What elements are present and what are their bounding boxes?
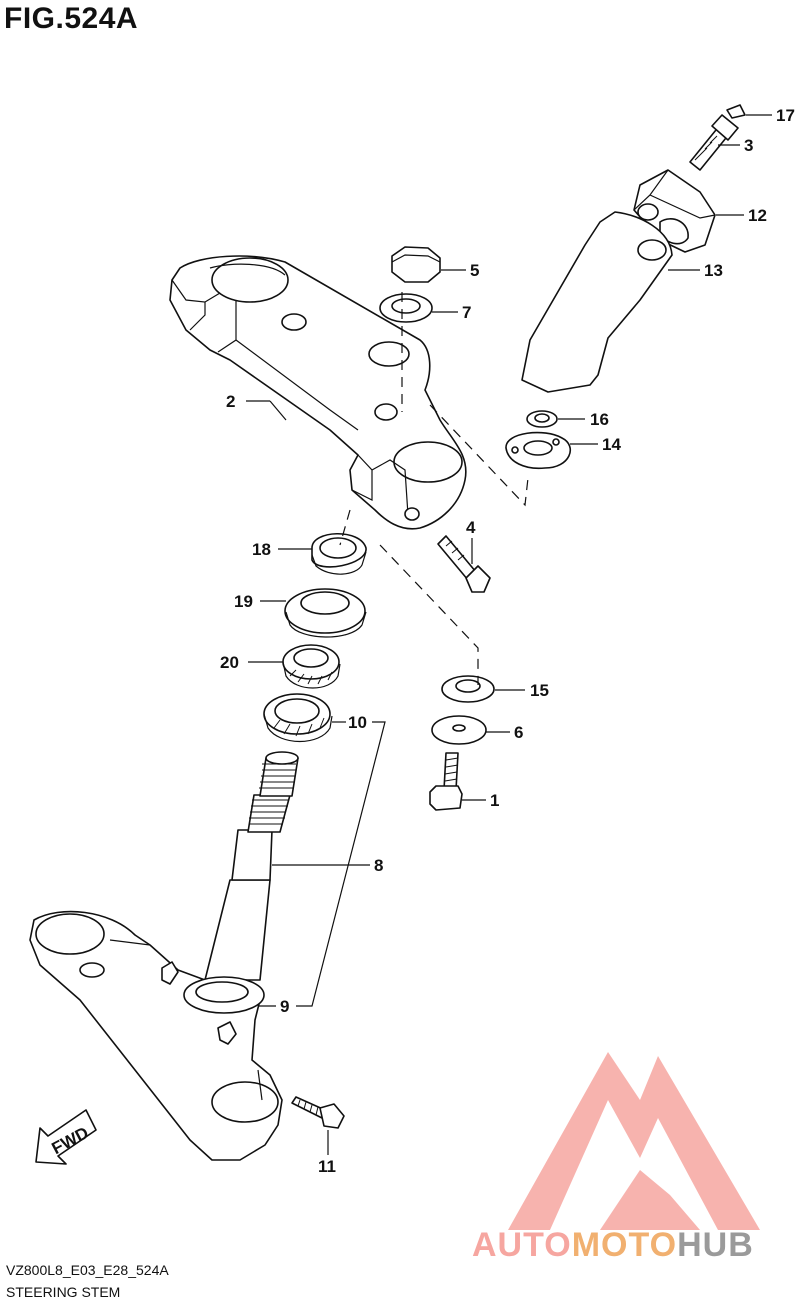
callout-4: 4 xyxy=(466,518,476,537)
plate-14 xyxy=(505,431,572,470)
callout-17: 17 xyxy=(776,106,795,125)
callout-13: 13 xyxy=(704,261,723,280)
callout-12: 12 xyxy=(748,206,767,225)
callout-7: 7 xyxy=(462,303,471,322)
cover xyxy=(521,211,673,393)
watermark-logo xyxy=(508,1052,760,1230)
callout-11: 11 xyxy=(318,1157,336,1176)
bearing-10 xyxy=(263,693,333,743)
nut-18 xyxy=(311,532,367,575)
seal-19 xyxy=(284,588,367,638)
callout-6: 6 xyxy=(514,723,523,742)
alignment-lines xyxy=(339,292,529,685)
callout-3: 3 xyxy=(744,136,753,155)
callout-numbers: 17 3 12 13 5 7 2 16 14 4 18 19 20 15 10 … xyxy=(220,106,795,1176)
washer-16 xyxy=(526,410,558,428)
callout-15: 15 xyxy=(530,681,549,700)
figure-title: FIG.524A xyxy=(4,2,139,35)
fwd-arrow-icon: FWD xyxy=(35,1109,97,1165)
callout-1: 1 xyxy=(490,791,499,810)
washer-15 xyxy=(441,675,495,703)
callout-19: 19 xyxy=(234,592,253,611)
callout-5: 5 xyxy=(470,261,479,280)
callout-20: 20 xyxy=(220,653,239,672)
steering-stem xyxy=(29,751,299,1161)
washer-6 xyxy=(431,715,487,745)
figure-code: VZ800L8_E03_E28_524A xyxy=(6,1262,169,1278)
leader-lines xyxy=(246,114,772,1155)
cap-nut-5 xyxy=(391,246,441,283)
callout-14: 14 xyxy=(602,435,621,454)
callout-18: 18 xyxy=(252,540,271,559)
callout-2: 2 xyxy=(226,392,235,411)
callout-9: 9 xyxy=(280,997,289,1016)
watermark-text: AUTOMOTOHUB xyxy=(472,1226,754,1264)
upper-bracket xyxy=(169,255,467,530)
bearing-20 xyxy=(282,644,341,689)
bolt-1 xyxy=(429,752,463,811)
washer-7 xyxy=(379,293,433,323)
clip-17 xyxy=(726,104,746,119)
bolt-4 xyxy=(437,535,491,593)
callout-10: 10 xyxy=(348,713,367,732)
callout-16: 16 xyxy=(590,410,609,429)
figure-name: STEERING STEM xyxy=(6,1284,121,1300)
callout-8: 8 xyxy=(374,856,383,875)
bolt-11 xyxy=(291,1096,345,1129)
bolt-3 xyxy=(689,114,739,171)
